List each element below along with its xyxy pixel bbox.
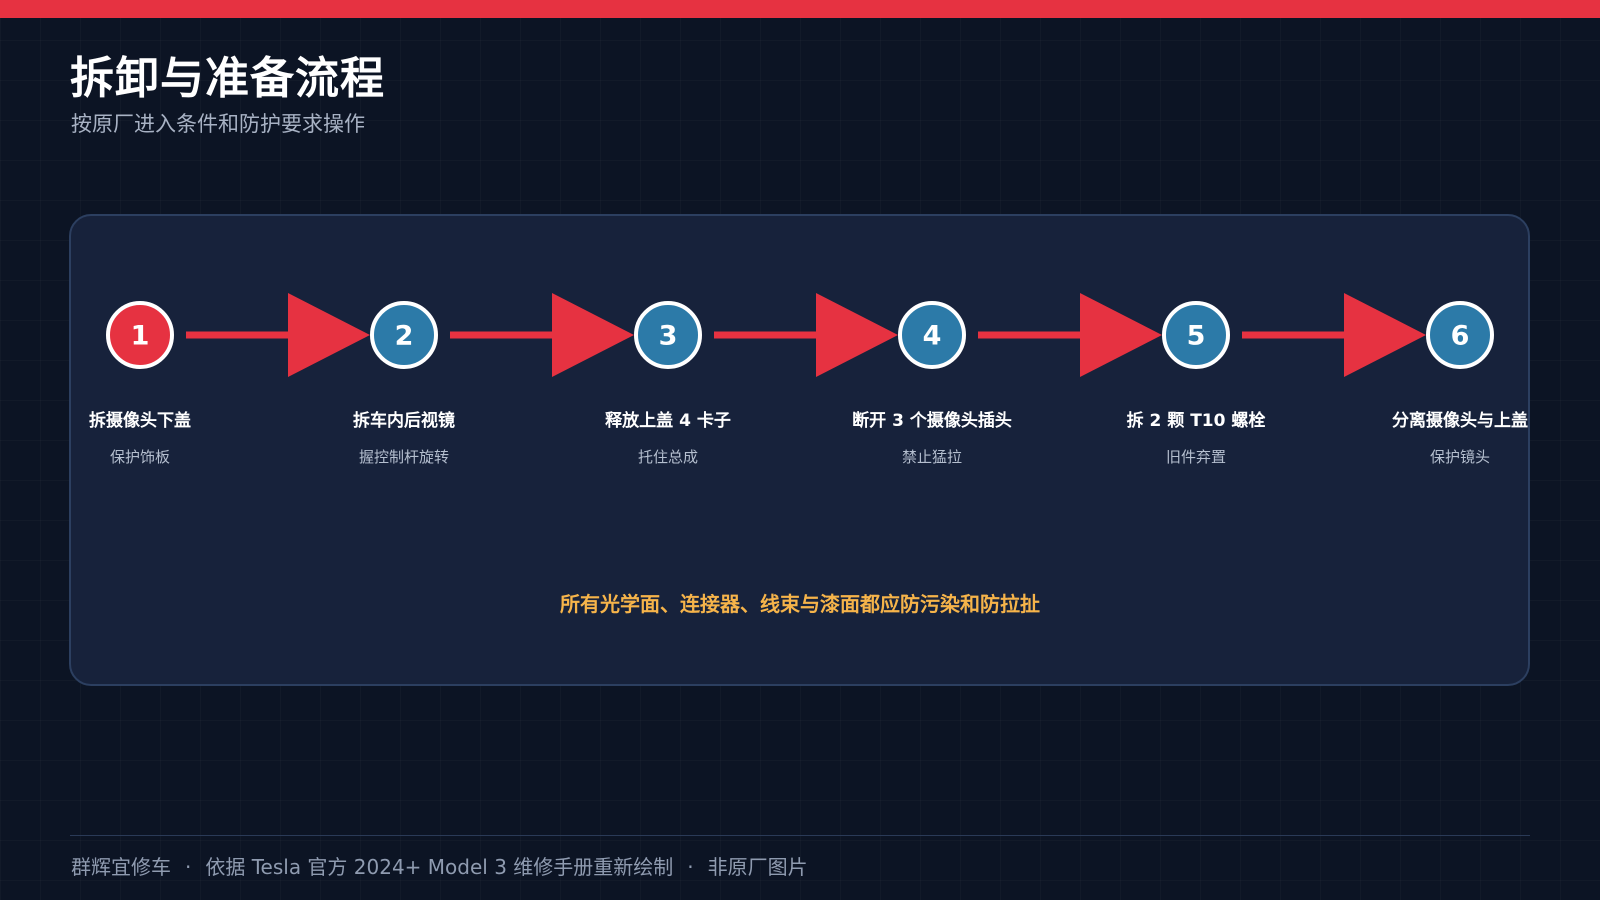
top-accent-bar [0,0,1600,18]
step-label: 拆 2 颗 T10 螺栓 [1126,411,1266,431]
footer-disclaimer: 非原厂图片 [707,855,808,879]
step-number: 1 [131,321,150,352]
step-sublabel: 托住总成 [637,448,698,466]
connector-arrowhead [1080,293,1162,377]
footer-separator: · [687,855,694,879]
page-subtitle: 按原厂进入条件和防护要求操作 [71,112,365,136]
step-sublabel: 保护镜头 [1429,448,1490,466]
step-number: 6 [1451,321,1470,352]
step-number: 3 [659,321,678,352]
step-sublabel: 旧件弃置 [1165,448,1226,466]
step-circle [634,301,702,369]
footer-brand: 群辉宜修车 [71,855,171,879]
connector-arrowhead [816,293,898,377]
footer: 群辉宜修车 · 依据 Tesla 官方 2024+ Model 3 维修手册重新绘制… [71,851,808,880]
step-number: 2 [395,321,414,352]
connector-arrowhead [288,293,370,377]
footer-source: 依据 Tesla 官方 2024+ Model 3 维修手册重新绘制 [205,855,674,879]
step-sublabel: 禁止猛拉 [901,448,962,466]
step-label: 释放上盖 4 卡子 [605,411,731,431]
step-circle [1162,301,1230,369]
connector-arrowhead [552,293,634,377]
page-title: 拆卸与准备流程 [70,53,385,104]
step-sublabel: 保护饰板 [109,448,170,466]
safety-note: 所有光学面、连接器、线束与漆面都应防污染和防拉扯 [560,592,1040,616]
step-label: 拆摄像头下盖 [89,411,191,431]
step-circle [898,301,966,369]
footer-divider [70,835,1530,836]
step-sublabel: 握控制杆旋转 [358,448,449,466]
step-label: 分离摄像头与上盖 [1392,411,1528,431]
step-label: 断开 3 个摄像头插头 [852,411,1012,431]
step-circle [106,301,174,369]
step-number: 5 [1187,321,1206,352]
connector-arrowhead [1344,293,1426,377]
step-number: 4 [923,321,942,352]
process-panel [69,214,1530,686]
footer-separator: · [185,855,192,879]
step-circle [1426,301,1494,369]
step-label: 拆车内后视镜 [353,411,455,431]
step-circle [370,301,438,369]
